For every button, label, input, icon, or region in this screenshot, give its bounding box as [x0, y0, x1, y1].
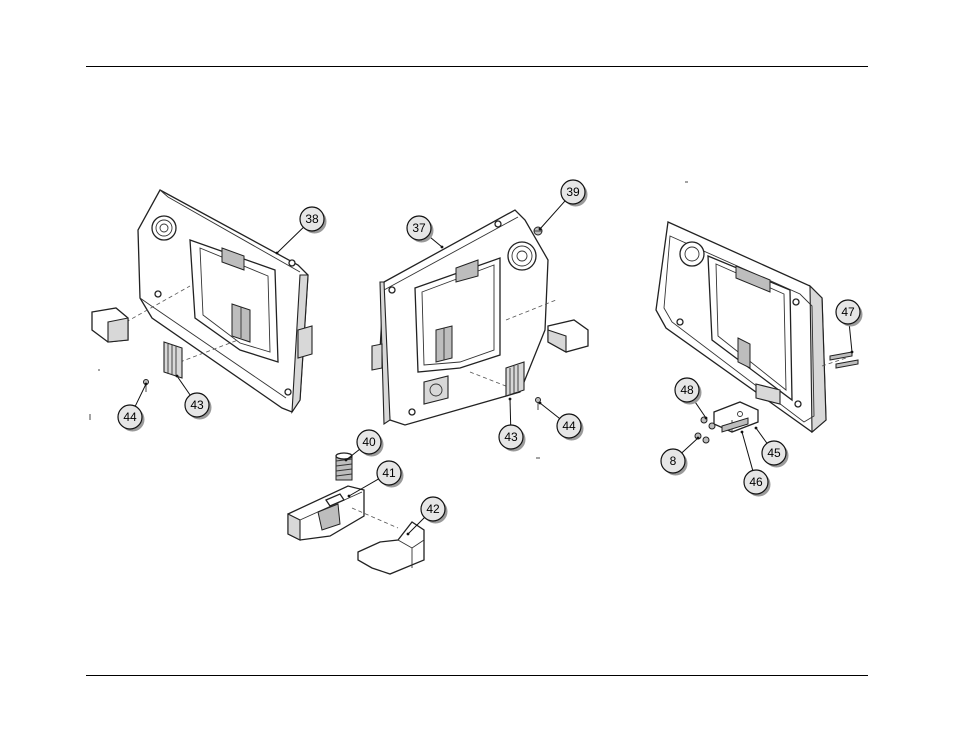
screws-48: [701, 417, 715, 429]
callout-c47: 47: [836, 300, 863, 327]
pins-47: [830, 352, 858, 368]
panel-37: [372, 210, 548, 425]
callout-number: 39: [566, 185, 580, 199]
callout-c37: 37: [407, 216, 434, 243]
callout-number: 45: [767, 446, 781, 460]
leader-c38: [277, 227, 303, 253]
callout-c44b: 44: [557, 414, 584, 441]
leader-c8: [682, 438, 698, 453]
leader-end-c40: [345, 459, 348, 462]
leader-c44b: [540, 403, 560, 419]
leader-end-c41: [348, 495, 351, 498]
callout-number: 43: [504, 430, 518, 444]
callout-number: 47: [841, 305, 855, 319]
callout-c48: 48: [675, 378, 702, 405]
leader-c43a: [177, 376, 190, 395]
latch-button-left: [92, 308, 128, 342]
screw-44-left: [144, 380, 149, 393]
leader-end-c44b: [539, 402, 542, 405]
leader-end-c44a: [145, 383, 148, 386]
callout-number: 38: [305, 212, 319, 226]
leader-c39: [540, 201, 565, 229]
callout-number: 8: [670, 454, 677, 468]
leader-end-c43b: [509, 398, 512, 401]
spring-clip-43-right: [506, 362, 524, 396]
callout-number: 42: [426, 502, 440, 516]
leader-c45: [756, 428, 767, 443]
callout-number: 37: [412, 221, 426, 235]
leader-c47: [849, 324, 852, 352]
callout-c42: 42: [421, 497, 448, 524]
spring-clip-43-left: [164, 342, 182, 378]
callout-c44a: 44: [118, 405, 145, 432]
callout-number: 44: [562, 419, 576, 433]
callout-c43a: 43: [185, 393, 212, 420]
callout-c38: 38: [300, 207, 327, 234]
leader-end-c39: [539, 228, 542, 231]
callout-number: 41: [382, 466, 396, 480]
leader-end-c43a: [176, 375, 179, 378]
callout-c41: 41: [377, 461, 404, 488]
callout-c39: 39: [561, 180, 588, 207]
callout-number: 43: [190, 398, 204, 412]
leader-end-c37: [441, 246, 444, 249]
latch-button-right: [548, 320, 588, 352]
callout-number: 44: [123, 410, 137, 424]
leader-end-c47: [851, 351, 854, 354]
callout-c43b: 43: [499, 425, 526, 452]
leader-end-c42: [407, 533, 410, 536]
callout-c40: 40: [357, 430, 384, 457]
callout-number: 46: [749, 475, 763, 489]
callout-c46: 46: [744, 470, 771, 497]
leader-end-c45: [755, 427, 758, 430]
callout-number: 40: [362, 435, 376, 449]
callout-c45: 45: [762, 441, 789, 468]
leader-end-c38: [276, 252, 279, 255]
leader-c46: [742, 432, 753, 470]
leader-end-c8: [697, 437, 700, 440]
leader-c43b: [510, 399, 511, 425]
leader-end-c46: [741, 431, 744, 434]
callout-c8: 8: [661, 449, 688, 476]
leader-c44a: [135, 384, 146, 406]
leader-end-c48: [705, 417, 708, 420]
callout-number: 48: [680, 383, 694, 397]
cover-42: [358, 522, 424, 574]
